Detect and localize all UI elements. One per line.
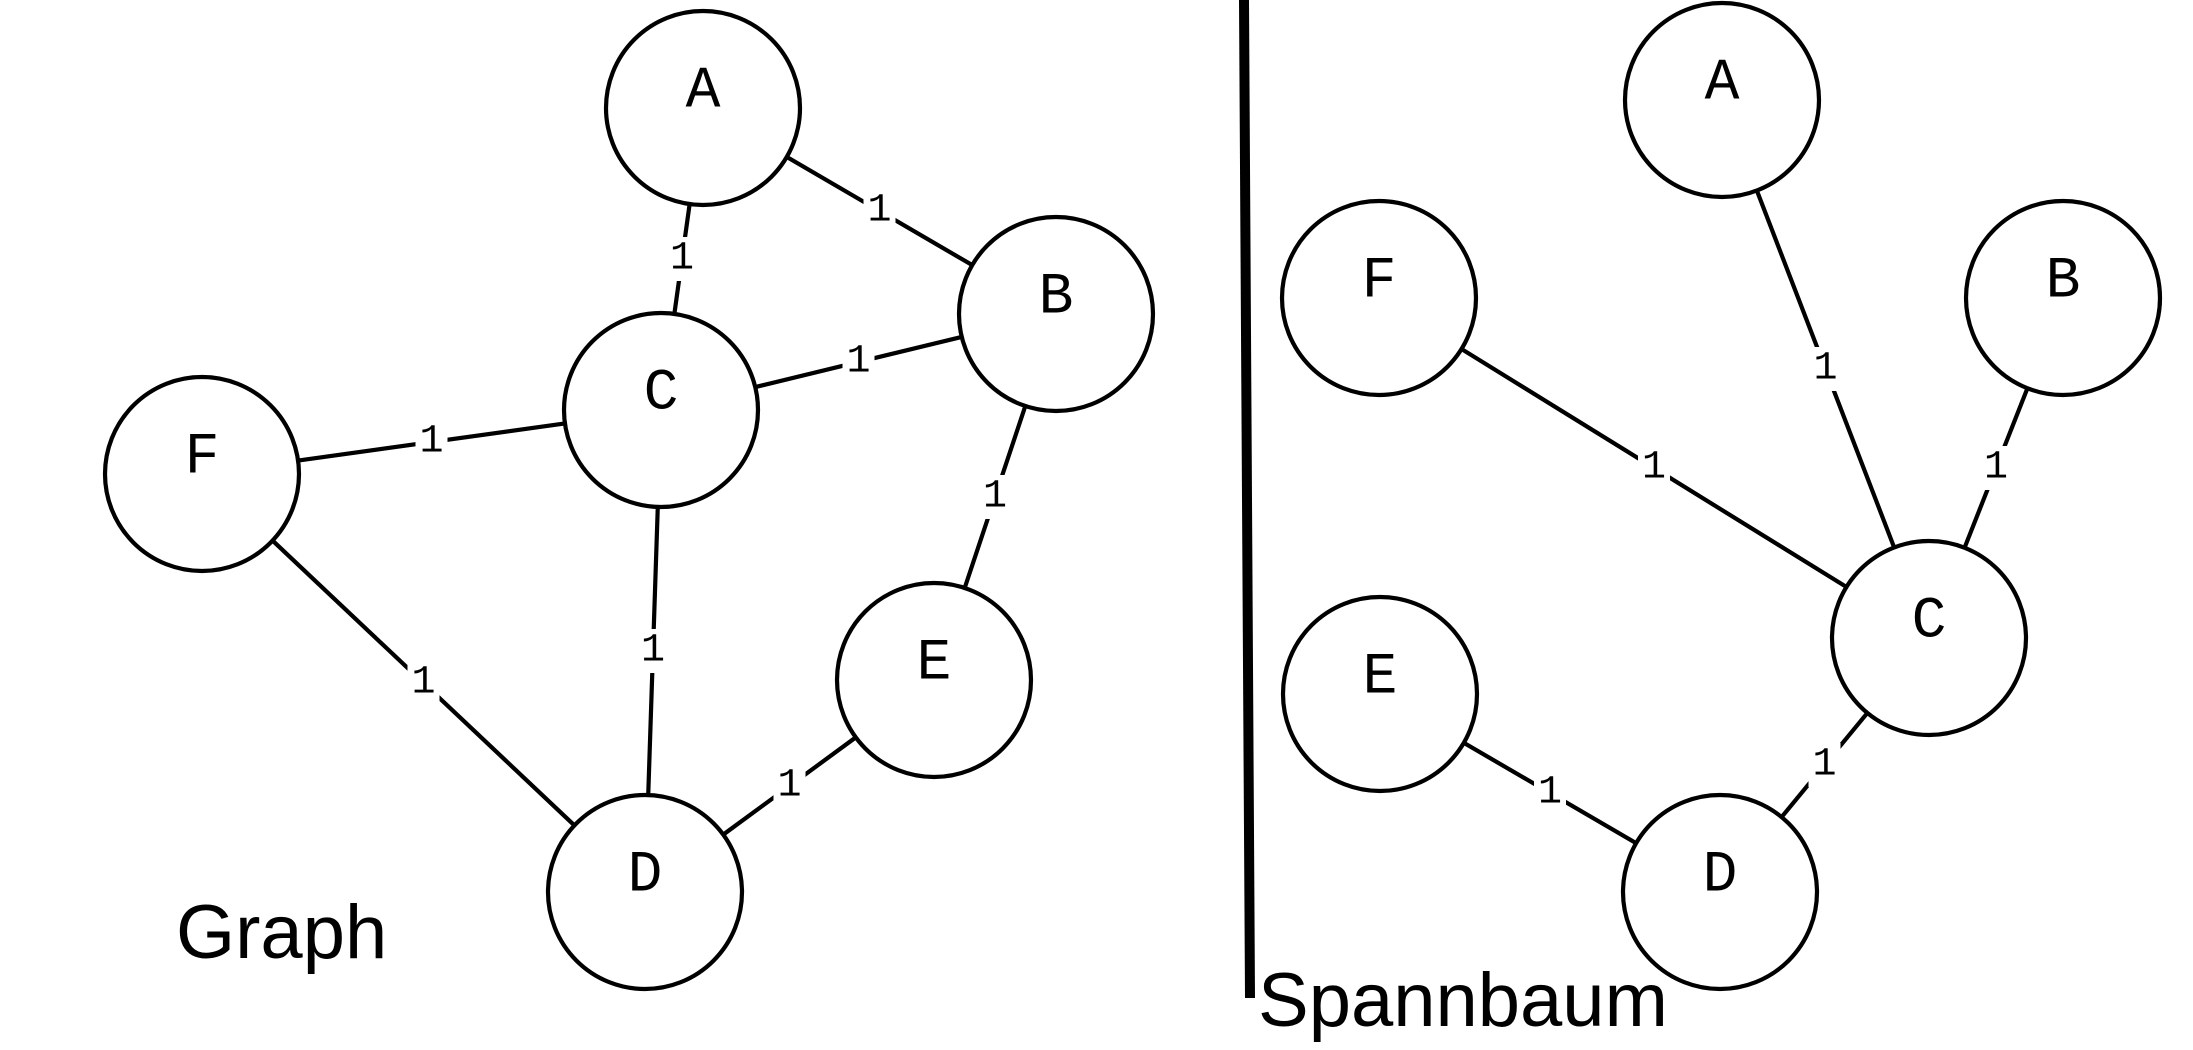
graph-caption: Graph	[176, 890, 387, 975]
node-circle	[834, 580, 1034, 780]
edge-a-b: 1	[785, 155, 974, 267]
edge-weight-label: 1	[1984, 446, 2008, 491]
node-circle	[1620, 792, 1820, 992]
node-label: F	[185, 426, 220, 491]
node-circle	[1829, 538, 2029, 738]
edge-weight-bg	[1809, 347, 1842, 391]
node-a: A	[603, 8, 803, 208]
edge-weight-bg	[842, 340, 875, 384]
node-label: B	[2046, 250, 2081, 315]
node-f: F	[102, 374, 302, 574]
node-e: E	[834, 580, 1034, 780]
node-a: A	[1622, 0, 1822, 200]
edge-weight-bg	[1638, 446, 1670, 490]
node-e: E	[1280, 594, 1480, 794]
node-circle	[1280, 594, 1480, 794]
node-b: B	[956, 214, 1156, 414]
edge-weight-bg	[979, 475, 1011, 519]
node-circle	[603, 8, 803, 208]
panel-divider	[1239, 0, 1255, 999]
edge-e-d: 1	[1462, 740, 1638, 846]
edge-d-e: 1	[721, 735, 858, 837]
node-c: C	[561, 310, 761, 510]
edge-weight-label: 1	[419, 420, 443, 465]
spanning-tree-panel: 1 1 1 1 1 A B C D E F Spannbaum	[1258, 0, 2163, 1043]
edge-a-c: 1	[1754, 189, 1897, 549]
node-circle	[956, 214, 1156, 414]
node-d: D	[1620, 792, 1820, 992]
spanning-tree-nodes: A B C D E F	[1279, 0, 2163, 992]
edge-weight-bg	[407, 661, 440, 705]
node-label: E	[917, 632, 952, 697]
node-label: E	[1363, 646, 1398, 711]
edge-c-d: 1	[1780, 711, 1869, 819]
node-c: C	[1829, 538, 2029, 738]
edge-weight-label: 1	[670, 237, 694, 282]
edge-weight-label: 1	[1642, 446, 1666, 491]
node-label: D	[1703, 844, 1738, 909]
edge-weight-bg	[666, 237, 698, 281]
edge-weight-label: 1	[867, 189, 891, 234]
graph-nodes: A B C D E F	[102, 8, 1156, 992]
edge-weight-bg	[1980, 446, 2012, 490]
node-circle	[545, 792, 745, 992]
edge-weight-bg	[1534, 771, 1566, 815]
node-label: C	[1912, 590, 1947, 655]
node-circle	[1622, 0, 1822, 200]
edge-f-c: 1	[1460, 347, 1848, 589]
node-label: C	[644, 362, 679, 427]
edge-weight-bg	[773, 764, 806, 808]
node-label: B	[1039, 266, 1074, 331]
edge-c-d: 1	[637, 506, 669, 796]
node-circle	[1279, 198, 1479, 398]
edge-weight-label: 1	[411, 661, 435, 706]
node-label: A	[686, 60, 721, 125]
edge-weight-label: 1	[641, 629, 665, 674]
node-circle	[561, 310, 761, 510]
edge-b-c: 1	[1962, 387, 2030, 549]
edge-weight-bg	[415, 420, 448, 464]
node-label: F	[1362, 250, 1397, 315]
graph-panel: 1 1 1 1 1 1 1 1 A B C D E F Graph	[102, 8, 1156, 992]
edge-weight-label: 1	[777, 764, 801, 809]
edge-weight-bg	[637, 629, 669, 673]
edge-f-d: 1	[271, 539, 576, 827]
edge-a-c: 1	[666, 203, 698, 315]
edge-weight-label: 1	[983, 475, 1007, 520]
spanning-tree-caption: Spannbaum	[1258, 958, 1668, 1043]
node-f: F	[1279, 198, 1479, 398]
node-circle	[1963, 198, 2163, 398]
spanning-tree-edges: 1 1 1 1 1	[1460, 189, 2030, 846]
node-label: D	[628, 844, 663, 909]
node-circle	[102, 374, 302, 574]
edge-weight-label: 1	[1812, 743, 1836, 788]
edge-weight-bg	[863, 189, 896, 233]
edge-weight-bg	[1808, 743, 1841, 787]
node-b: B	[1963, 198, 2163, 398]
edge-b-e: 1	[962, 405, 1028, 589]
edge-weight-label: 1	[846, 340, 870, 385]
node-label: A	[1705, 52, 1740, 117]
edge-weight-label: 1	[1813, 347, 1837, 392]
graph-edges: 1 1 1 1 1 1 1 1	[271, 155, 1028, 837]
edge-weight-label: 1	[1538, 771, 1562, 816]
edge-f-c: 1	[297, 420, 566, 465]
edge-c-b: 1	[754, 334, 963, 390]
node-d: D	[545, 792, 745, 992]
